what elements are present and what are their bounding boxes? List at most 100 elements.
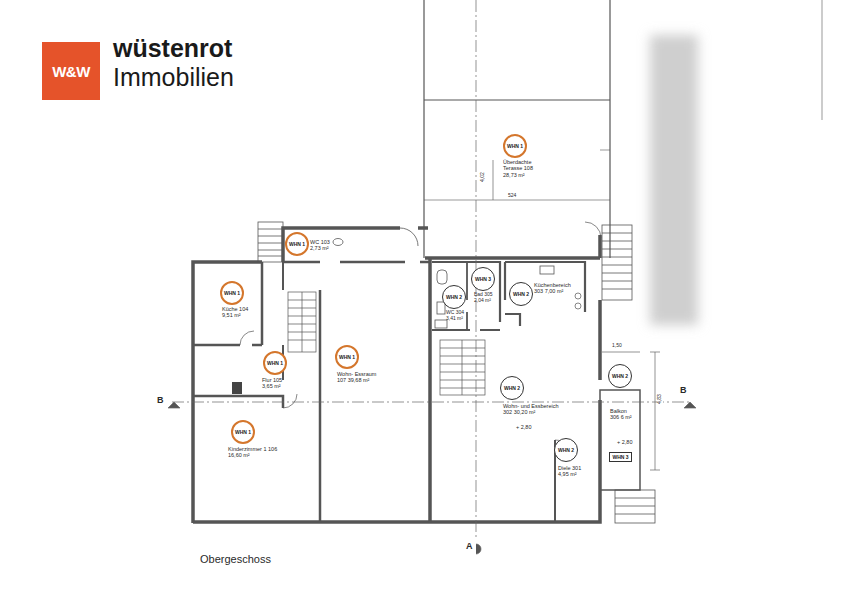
plan-stroke (432, 262, 500, 330)
unit-stamp: WHN 3 (471, 267, 495, 291)
plan-stroke (575, 293, 581, 299)
plan-stroke (602, 273, 632, 274)
unit-stamp-text: WHN 1 (507, 143, 523, 149)
unit-stamp: WHN 1 (335, 345, 359, 369)
plan-stroke (462, 340, 463, 395)
walls (193, 0, 655, 523)
unit-stamp-text: WHN 1 (289, 241, 305, 247)
plan-stroke (193, 235, 600, 522)
plan-stroke (193, 228, 428, 523)
plan-stroke (423, 0, 424, 258)
plan-stroke (288, 292, 316, 352)
unit-stamp-text: WHN 2 (446, 294, 462, 300)
plan-stroke (240, 331, 254, 345)
unit-stamp-text: WHN 1 (339, 354, 355, 360)
room-label: WC 304 3,41 m² (446, 310, 466, 322)
plan-stroke (602, 249, 632, 250)
plan-stroke (602, 241, 632, 242)
room-label: Bad 305 2,04 m² (474, 292, 496, 304)
brand-name: wüstenrot (113, 36, 232, 61)
plan-stroke (440, 348, 485, 349)
unit-tag: WHN 3 (609, 452, 632, 462)
plan-stroke (585, 222, 601, 238)
unit-stamp: WHN 1 (263, 351, 287, 375)
room-label: WC 103 2,73 m² (310, 239, 340, 252)
unit-stamp-text: WHN 2 (612, 373, 628, 379)
unit-stamp: WHN 1 (285, 232, 309, 256)
plan-stroke (168, 402, 180, 408)
plan-stroke (602, 257, 632, 258)
dimension: 524 (508, 193, 516, 199)
plan-stroke (466, 262, 468, 330)
plan-stroke (655, 352, 656, 470)
room-label: Überdachte Terasse 108 28,73 m² (503, 159, 541, 178)
unit-stamp: WHN 1 (503, 134, 527, 158)
unit-stamp-text: WHN 1 (235, 429, 251, 435)
unit-stamp: WHN 2 (509, 282, 533, 306)
dimension: 4,83 (657, 394, 663, 404)
unit-stamp-text: WHN 1 (267, 360, 283, 366)
unit-stamp: WHN 1 (231, 420, 255, 444)
plan-stroke (615, 498, 655, 499)
unit-stamp-text: WHN 3 (612, 454, 628, 460)
plan-stroke (440, 380, 485, 381)
plan-stroke (172, 402, 690, 403)
plan-stroke (540, 266, 554, 274)
plan-stroke (615, 506, 655, 507)
unit-stamp: WHN 2 (500, 376, 524, 400)
dimension: 1,50 (612, 343, 622, 349)
plan-stroke (602, 225, 632, 300)
plan-stroke (258, 236, 283, 237)
room-label: Balkon 306 6 m² (610, 408, 636, 421)
unit-stamp-text: WHN 2 (513, 291, 529, 297)
room-label: Küchenbereich 303 7,00 m² (534, 282, 580, 295)
level-mark: + 2,80 (617, 439, 632, 445)
plan-stroke (437, 270, 447, 284)
plan-stroke (193, 262, 262, 345)
room-label: Diele 301 4,95 m² (558, 465, 586, 478)
plan-stroke (609, 0, 610, 258)
plan-stroke (650, 470, 660, 471)
plan-stroke (575, 303, 581, 309)
unit-stamp-text: WHN 3 (475, 276, 491, 282)
section-letter: A (466, 541, 473, 551)
logo-text: W&W (52, 63, 90, 80)
room-label: Kinderzimmer 1 106 16,60 m² (228, 446, 280, 459)
room-label: Flur 105 3,65 m² (262, 377, 288, 390)
brand-subtitle: Immobilien (113, 65, 234, 90)
unit-stamp: WHN 1 (220, 281, 244, 305)
plan-stroke (424, 100, 610, 101)
plan-stroke (283, 261, 430, 264)
room-label: Wohn- und Essbereich 302 30,20 m² (503, 403, 565, 416)
plan-stroke (283, 394, 297, 408)
plan-stroke (302, 292, 303, 352)
plan-stroke (258, 250, 283, 251)
section-letter: B (157, 395, 164, 405)
unit-stamp-text: WHN 2 (558, 447, 574, 453)
plan-stroke (615, 490, 655, 523)
plan-stroke (258, 243, 283, 244)
plan-stroke (476, 544, 481, 554)
plan-stroke (440, 364, 485, 365)
plan-stroke (600, 150, 610, 151)
unit-stamp: WHN 2 (442, 285, 466, 309)
plan-stroke (440, 388, 485, 389)
plan-stroke (258, 229, 283, 230)
plan-stroke (602, 281, 632, 282)
plan-stroke (440, 340, 485, 395)
unit-stamp-text: WHN 1 (224, 290, 240, 296)
plan-stroke (319, 290, 322, 522)
plan-stroke (440, 372, 485, 373)
room-label: Wohn- Essraum 107 39,68 m² (337, 371, 377, 384)
logo-mark: W&W (42, 42, 100, 100)
plan-stroke (258, 256, 283, 257)
plan-stroke (424, 200, 610, 201)
plan-stroke (505, 262, 585, 326)
plan-stroke (602, 233, 632, 234)
section-letter: B (680, 385, 687, 395)
section-lines (168, 0, 696, 554)
plan-stroke (440, 356, 485, 357)
plan-stroke (615, 514, 655, 515)
plan-stroke (400, 228, 418, 246)
plan-stroke (602, 352, 640, 353)
